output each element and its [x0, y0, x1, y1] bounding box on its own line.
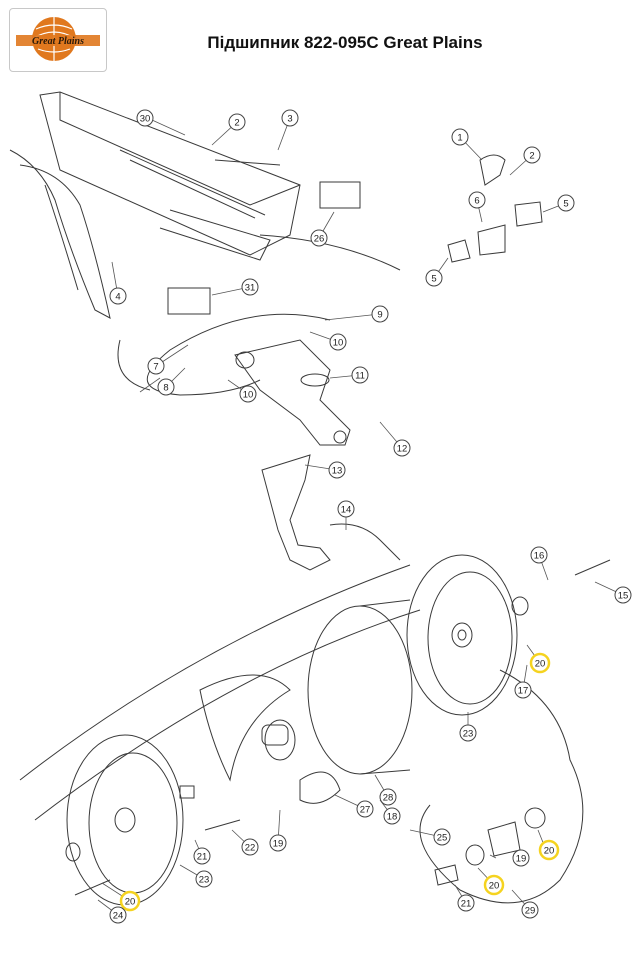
svg-text:8: 8	[163, 383, 168, 394]
callout-21a: 21	[193, 847, 211, 865]
callout-10a: 10	[329, 333, 347, 351]
svg-text:31: 31	[245, 283, 256, 294]
svg-text:5: 5	[563, 199, 568, 210]
svg-text:10: 10	[243, 390, 254, 401]
callout-20b-highlighted: 20	[119, 890, 141, 912]
callout-1: 1	[451, 128, 469, 146]
svg-text:24: 24	[113, 911, 124, 922]
svg-text:19: 19	[516, 854, 527, 865]
callout-8: 8	[157, 378, 175, 396]
svg-text:2: 2	[529, 151, 534, 162]
callout-6: 6	[468, 191, 486, 209]
callout-11: 11	[351, 366, 369, 384]
callout-4: 4	[109, 287, 127, 305]
callout-23a: 23	[459, 724, 477, 742]
diagram-linework	[9, 91, 611, 906]
callout-20a-highlighted: 20	[529, 652, 551, 674]
callout-10b: 10	[239, 385, 257, 403]
callout-13: 13	[328, 461, 346, 479]
svg-text:25: 25	[437, 833, 448, 844]
logo-box: Great Plains	[9, 8, 107, 72]
svg-text:6: 6	[474, 196, 479, 207]
svg-text:20: 20	[125, 897, 136, 908]
svg-text:26: 26	[314, 234, 325, 245]
svg-text:23: 23	[463, 729, 474, 740]
svg-text:30: 30	[140, 114, 151, 125]
callout-28: 28	[379, 788, 397, 806]
callout-30: 30	[136, 109, 154, 127]
callout-15: 15	[614, 586, 632, 604]
callout-21b: 21	[457, 894, 475, 912]
svg-text:11: 11	[355, 371, 365, 382]
svg-text:19: 19	[273, 839, 284, 850]
svg-text:15: 15	[618, 591, 629, 602]
callout-12: 12	[393, 439, 411, 457]
svg-text:4: 4	[115, 292, 120, 303]
callout-19b: 19	[512, 849, 530, 867]
svg-text:29: 29	[525, 906, 536, 917]
callout-23b: 23	[195, 870, 213, 888]
svg-text:3: 3	[287, 114, 292, 125]
callout-22: 22	[241, 838, 259, 856]
callout-17: 17	[514, 681, 532, 699]
exploded-parts-diagram: 30 2 3 1 2 6 5 5 26 4 31 9 10 7 11 8 10 …	[9, 91, 632, 924]
callout-31: 31	[241, 278, 259, 296]
callout-26: 26	[310, 229, 328, 247]
svg-text:10: 10	[333, 338, 344, 349]
svg-text:2: 2	[234, 118, 239, 129]
callout-leaders	[97, 117, 624, 916]
callout-18: 18	[383, 807, 401, 825]
svg-text:27: 27	[360, 805, 371, 816]
svg-text:21: 21	[197, 852, 208, 863]
callout-2a: 2	[228, 113, 246, 131]
callouts: 30 2 3 1 2 6 5 5 26 4 31 9 10 7 11 8 10 …	[109, 109, 632, 924]
callout-5b: 5	[425, 269, 443, 287]
logo-text: Great Plains	[32, 36, 84, 47]
svg-text:28: 28	[383, 793, 394, 804]
svg-text:1: 1	[457, 133, 462, 144]
svg-text:21: 21	[461, 899, 472, 910]
callout-2b: 2	[523, 146, 541, 164]
callout-14: 14	[337, 500, 355, 518]
svg-text:5: 5	[431, 274, 436, 285]
svg-text:9: 9	[377, 310, 382, 321]
svg-text:20: 20	[535, 659, 546, 670]
callout-29: 29	[521, 901, 539, 919]
svg-text:16: 16	[534, 551, 545, 562]
page-title: Підшипник 822-095C Great Plains	[207, 33, 483, 52]
svg-text:14: 14	[341, 505, 352, 516]
svg-text:20: 20	[544, 846, 555, 857]
callout-27: 27	[356, 800, 374, 818]
callout-9: 9	[371, 305, 389, 323]
callout-16: 16	[530, 546, 548, 564]
callout-7: 7	[147, 357, 165, 375]
svg-text:22: 22	[245, 843, 256, 854]
svg-text:12: 12	[397, 444, 408, 455]
svg-text:20: 20	[489, 881, 500, 892]
great-plains-logo: Great Plains	[16, 17, 100, 61]
callout-24: 24	[109, 906, 127, 924]
callout-19a: 19	[269, 834, 287, 852]
svg-text:13: 13	[332, 466, 343, 477]
callout-20d-highlighted: 20	[483, 874, 505, 896]
svg-text:7: 7	[153, 362, 158, 373]
svg-text:18: 18	[387, 812, 398, 823]
callout-5a: 5	[557, 194, 575, 212]
callout-3: 3	[281, 109, 299, 127]
callout-25: 25	[433, 828, 451, 846]
callout-20c-highlighted: 20	[538, 839, 560, 861]
svg-text:17: 17	[518, 686, 529, 697]
svg-text:23: 23	[199, 875, 210, 886]
